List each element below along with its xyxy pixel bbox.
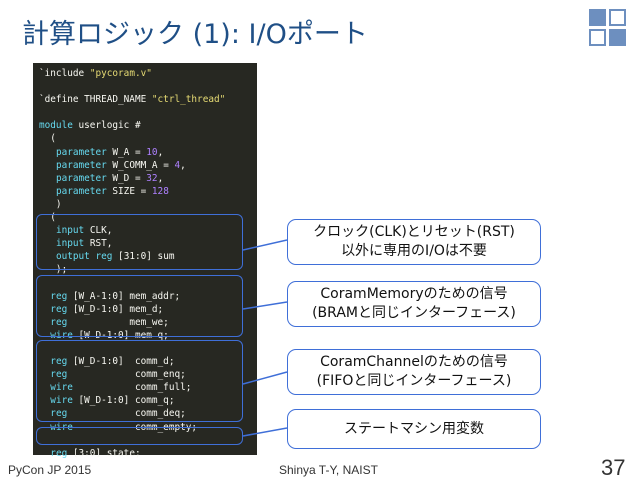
code-line: output reg [31:0] sum xyxy=(55,251,175,263)
code-line: module userlogic # xyxy=(39,120,141,132)
code-line: reg comm_enq; xyxy=(50,369,186,381)
code-block: `include "pycoram.v" `define THREAD_NAME… xyxy=(33,63,257,459)
callout-io-ports: クロック(CLK)とリセット(RST) 以外に専用のI/Oは不要 xyxy=(287,219,541,265)
code-line: wire [W_D-1:0] comm_q; xyxy=(50,395,175,407)
code-line: reg comm_deq; xyxy=(50,408,186,420)
code-line: `define THREAD_NAME "ctrl_thread" xyxy=(39,94,226,106)
code-line: input RST, xyxy=(55,238,113,250)
callout-memory-line1: CoramMemoryのための信号 xyxy=(320,286,508,302)
callout-memory-signals: CoramMemoryのための信号 (BRAMと同じインターフェース) xyxy=(287,281,541,327)
code-line: parameter W_A = 10, xyxy=(55,146,164,158)
connector-line-3 xyxy=(242,371,288,385)
code-line: reg [W_A-1:0] mem_addr; xyxy=(50,290,181,302)
footer-center: Shinya T-Y, NAIST xyxy=(279,463,378,477)
logo-squares-icon xyxy=(589,9,627,47)
logo-square-outline-1 xyxy=(609,9,626,26)
code-text: `include "pycoram.v" `define THREAD_NAME… xyxy=(33,63,257,460)
callout-channel-signals: CoramChannelのための信号 (FIFOと同じインターフェース) xyxy=(287,349,541,395)
callout-state-line1: ステートマシン用変数 xyxy=(344,420,484,437)
highlight-state-var xyxy=(36,427,243,445)
callout-channel-line1: CoramChannelのための信号 xyxy=(320,354,508,370)
code-line: reg mem_we; xyxy=(50,316,169,328)
logo-square-filled-2 xyxy=(609,29,626,46)
code-line: reg [W_D-1:0] comm_d; xyxy=(50,356,175,368)
code-line: ( xyxy=(39,212,56,224)
highlight-memory-signals xyxy=(36,275,243,337)
code-line: parameter W_COMM_A = 4, xyxy=(55,159,186,171)
code-line: ( xyxy=(39,133,56,145)
connector-line-2 xyxy=(242,301,288,310)
code-line: wire [W_D-1:0] mem_q; xyxy=(50,329,169,341)
highlight-io-ports xyxy=(36,214,243,270)
code-line: reg [3:0] state; xyxy=(50,447,141,459)
code-line: parameter W_D = 32, xyxy=(55,172,164,184)
callout-state-var: ステートマシン用変数 xyxy=(287,409,541,449)
logo-square-outline-2 xyxy=(589,29,606,46)
code-line: `include "pycoram.v" xyxy=(39,68,152,79)
callout-io-ports-line2: 以外に専用のI/Oは不要 xyxy=(341,243,487,259)
callout-memory-line2: (BRAMと同じインターフェース) xyxy=(312,305,516,321)
footer-left: PyCon JP 2015 xyxy=(8,463,92,477)
connector-line-1 xyxy=(242,239,288,251)
code-line: ) xyxy=(39,198,62,210)
connector-line-4 xyxy=(242,427,288,437)
code-line: parameter SIZE = 128 xyxy=(55,185,169,197)
slide-title: 計算ロジック (1): I/Oポート xyxy=(22,19,368,50)
callout-io-ports-line1: クロック(CLK)とリセット(RST) xyxy=(313,224,515,240)
code-line: reg [W_D-1:0] mem_d; xyxy=(50,303,164,315)
code-line: input CLK, xyxy=(55,225,113,237)
logo-square-filled-1 xyxy=(589,9,606,26)
highlight-channel-signals xyxy=(36,340,243,422)
code-line: wire comm_full; xyxy=(50,382,192,394)
callout-channel-line2: (FIFOと同じインターフェース) xyxy=(316,373,512,389)
page-number: 37 xyxy=(601,455,626,480)
